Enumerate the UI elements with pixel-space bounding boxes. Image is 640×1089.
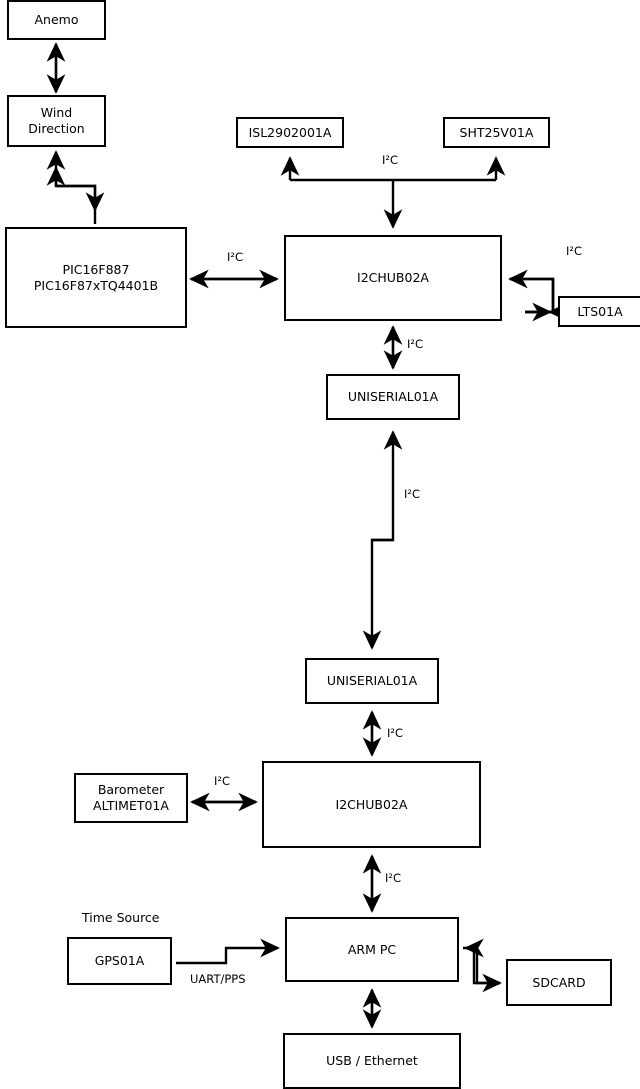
node-usb-ethernet-label: USB / Ethernet [326, 1053, 418, 1068]
connector-armpc-sdcard [463, 938, 502, 993]
edge-label-i2c-uniserial-hub-bottom: I²C [387, 726, 404, 740]
edge-label-i2c-pic-hub: I²C [227, 250, 244, 264]
node-isl2902001a[interactable]: ISL2902001A [236, 117, 344, 148]
node-i2chub02a-bottom[interactable]: I2CHUB02A [262, 761, 481, 848]
node-uniserial01a-top[interactable]: UNISERIAL01A [326, 374, 460, 420]
node-arm-pc[interactable]: ARM PC [285, 917, 459, 982]
node-lts01a-label: LTS01A [577, 303, 623, 319]
node-pic-microcontroller[interactable]: PIC16F887 PIC16F87xTQ4401B [5, 227, 187, 328]
edge-label-i2c-hub-sensors: I²C [382, 153, 399, 167]
edge-label-i2c-hub-lts: I²C [566, 244, 583, 258]
node-isl2902001a-label: ISL2902001A [248, 124, 332, 140]
node-sdcard[interactable]: SDCARD [506, 959, 612, 1006]
node-lts01a[interactable]: LTS01A [558, 296, 640, 327]
node-sdcard-label: SDCARD [532, 974, 586, 990]
node-anemo-label: Anemo [34, 12, 79, 27]
edge-label-i2c-hub-uniserial: I²C [407, 337, 424, 351]
edge-label-i2c-uniserial-link: I²C [404, 487, 421, 501]
connector-hub-lts [508, 269, 568, 322]
edge-label-uart-pps: UART/PPS [190, 972, 246, 986]
node-gps01a[interactable]: GPS01A [67, 937, 172, 985]
node-sht25v01a[interactable]: SHT25V01A [443, 117, 550, 148]
connector-pic-wind [46, 150, 105, 224]
node-arm-pc-label: ARM PC [347, 941, 397, 957]
edge-label-i2c-hub-armpc: I²C [385, 871, 402, 885]
node-wind-direction[interactable]: Wind Direction [7, 95, 106, 147]
node-uniserial01a-bottom[interactable]: UNISERIAL01A [305, 658, 439, 704]
node-wind-direction-label: Wind Direction [28, 105, 85, 136]
node-barometer-altimet01a[interactable]: Barometer ALTIMET01A [74, 773, 188, 823]
connector-uniserial-link [362, 430, 403, 650]
node-sht25v01a-label: SHT25V01A [459, 124, 534, 140]
node-pic-microcontroller-label: PIC16F887 PIC16F87xTQ4401B [33, 261, 159, 293]
node-i2chub02a-bottom-label: I2CHUB02A [335, 796, 408, 812]
node-i2chub02a-top-label: I2CHUB02A [357, 270, 429, 285]
node-uniserial01a-bottom-label: UNISERIAL01A [326, 673, 418, 688]
node-usb-ethernet[interactable]: USB / Ethernet [283, 1033, 461, 1089]
node-uniserial01a-top-label: UNISERIAL01A [347, 389, 439, 404]
label-time-source: Time Source [82, 910, 160, 925]
node-gps01a-label: GPS01A [94, 953, 145, 968]
node-barometer-altimet01a-label: Barometer ALTIMET01A [93, 782, 169, 813]
node-anemo[interactable]: Anemo [7, 0, 106, 40]
edge-label-i2c-barometer-hub: I²C [214, 774, 231, 788]
connector-hub-sensors [280, 156, 506, 229]
connector-gps-armpc [176, 938, 280, 965]
node-i2chub02a-top[interactable]: I2CHUB02A [284, 235, 502, 321]
